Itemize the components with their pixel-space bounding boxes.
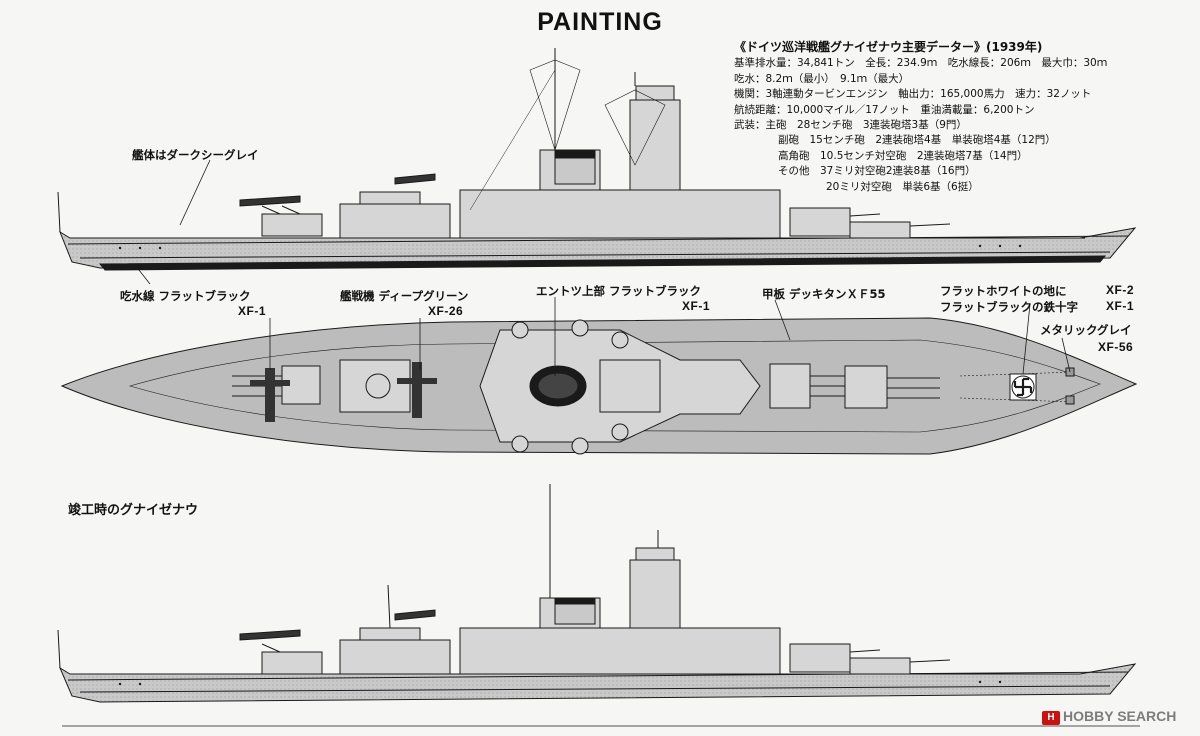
aircraft-label: 艦戦機 ディープグリーン — [340, 289, 469, 303]
marking-cross-label: フラットブラックの鉄十字 — [940, 300, 1078, 314]
funnel-code: XF-1 — [682, 299, 711, 313]
marking-bg-label: フラットホワイトの地に — [940, 284, 1067, 298]
cross-marking-icon — [1013, 377, 1033, 397]
page-title: PAINTING — [537, 8, 663, 36]
spec-table: 《ドイツ巡洋戦艦グナイゼナウ主要データー》(1939年) 基準排水量：34,84… — [734, 40, 1174, 195]
deck-label: 甲板 デッキタンＸＦ55 — [762, 287, 886, 301]
spec-line: 基準排水量：34,841トン 全長：234.9ｍ 吃水線長：206ｍ 最大巾：3… — [734, 57, 1108, 70]
marking-bg-code: XF-2 — [1106, 283, 1135, 297]
completion-section-title: 竣工時のグナイゼナウ — [68, 503, 199, 518]
waterline-code: XF-1 — [238, 304, 267, 318]
plan-view — [60, 317, 1138, 455]
metallic-label: メタリックグレイ — [1040, 323, 1132, 337]
spec-line: その他 37ミリ対空砲2連装8基（16門） — [778, 165, 976, 178]
callout-lines-mid — [269, 297, 1071, 376]
spec-line: 武装：主砲 28センチ砲 3連装砲塔3基（9門） — [734, 119, 967, 132]
hull-color-label: 艦体はダークシーグレイ — [132, 148, 259, 162]
watermark-text: HOBBY SEARCH — [1063, 708, 1177, 724]
aircraft-code: XF-26 — [428, 304, 464, 318]
spec-line: 吃水：8.2ｍ（最小） 9.1ｍ（最大） — [734, 72, 910, 85]
spec-line: 副砲 15センチ砲 2連装砲塔4基 単装砲塔4基（12門） — [778, 134, 1056, 147]
plan-aircraft-aft — [250, 368, 290, 422]
callout-lines-top — [134, 159, 211, 285]
spec-line: 高角砲 10.5センチ対空砲 2連装砲塔7基（14門） — [778, 149, 1028, 162]
side-profile-1939 — [57, 48, 1137, 271]
spec-line: 20ミリ対空砲 単装6基（6挺） — [826, 180, 979, 193]
hobby-search-logo-icon: H — [1042, 711, 1060, 725]
spec-line: 航続距離：10,000マイル／17ノット 重油満載量：6,200トン — [734, 103, 1035, 116]
spec-heading: 《ドイツ巡洋戦艦グナイゼナウ主要データー》(1939年) — [734, 40, 1043, 54]
spec-line: 機関：3軸連動タービンエンジン 軸出力：165,000馬力 速力：32ノット — [734, 88, 1092, 101]
funnel-label: エントツ上部 フラットブラック — [536, 284, 702, 298]
side-profile-completion — [57, 484, 1137, 703]
waterline-label: 吃水線 フラットブラック — [120, 289, 251, 303]
metallic-code: XF-56 — [1098, 340, 1134, 354]
plan-aircraft-mid — [397, 362, 437, 418]
marking-cross-code: XF-1 — [1106, 299, 1135, 313]
